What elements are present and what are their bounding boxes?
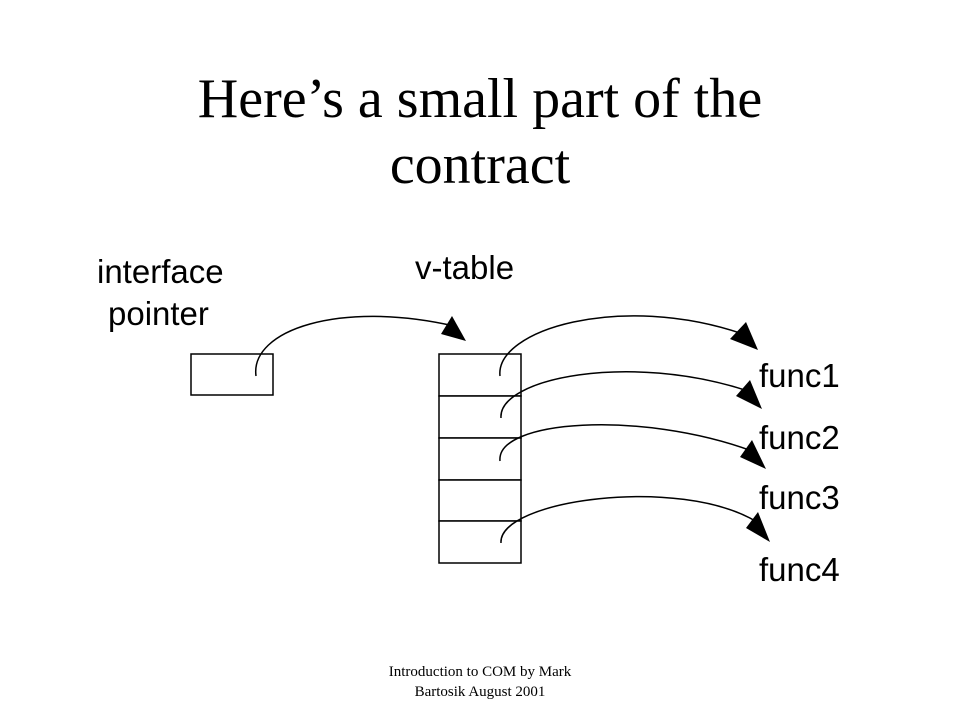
slot5-to-func4-arrow [500, 495, 758, 544]
pointer-to-vtable-arrow [255, 315, 455, 377]
footer-line-1: Introduction to COM by Mark [388, 664, 572, 680]
slot1-to-func1-arrow [499, 315, 744, 377]
interface-pointer-label: interface pointer [97, 251, 224, 335]
title-line-1: Here’s a small part of the [197, 68, 763, 130]
slot5-to-func4-arrowhead [746, 512, 770, 542]
vtable-slot-4 [438, 479, 522, 522]
vtable-label: v-table [415, 249, 515, 286]
slot1-to-func1-arrowhead [730, 322, 758, 350]
slot2-to-func2-arrow [500, 371, 749, 419]
title-line-2: contract [389, 134, 571, 196]
func1-label: func1 [759, 357, 840, 394]
func4-label: func4 [759, 551, 840, 588]
interface-pointer-box [190, 353, 274, 396]
interface-pointer-label-line-1: interface [97, 253, 224, 290]
slide-title: Here’s a small part of the contract [80, 66, 880, 198]
vtable-slot-2 [438, 395, 522, 439]
pointer-to-vtable-arrowhead [441, 316, 466, 341]
slide-footer: Introduction to COM by Mark Bartosik Aug… [330, 662, 630, 702]
func3-label: func3 [759, 479, 840, 516]
footer-line-2: Bartosik August 2001 [414, 684, 546, 700]
slot3-to-func3-arrow [499, 424, 753, 462]
interface-pointer-label-line-2: pointer [108, 295, 209, 332]
vtable-slot-1 [438, 353, 522, 397]
slot2-to-func2-arrowhead [736, 380, 762, 409]
func2-label: func2 [759, 419, 840, 456]
slot3-to-func3-arrowhead [740, 440, 766, 469]
